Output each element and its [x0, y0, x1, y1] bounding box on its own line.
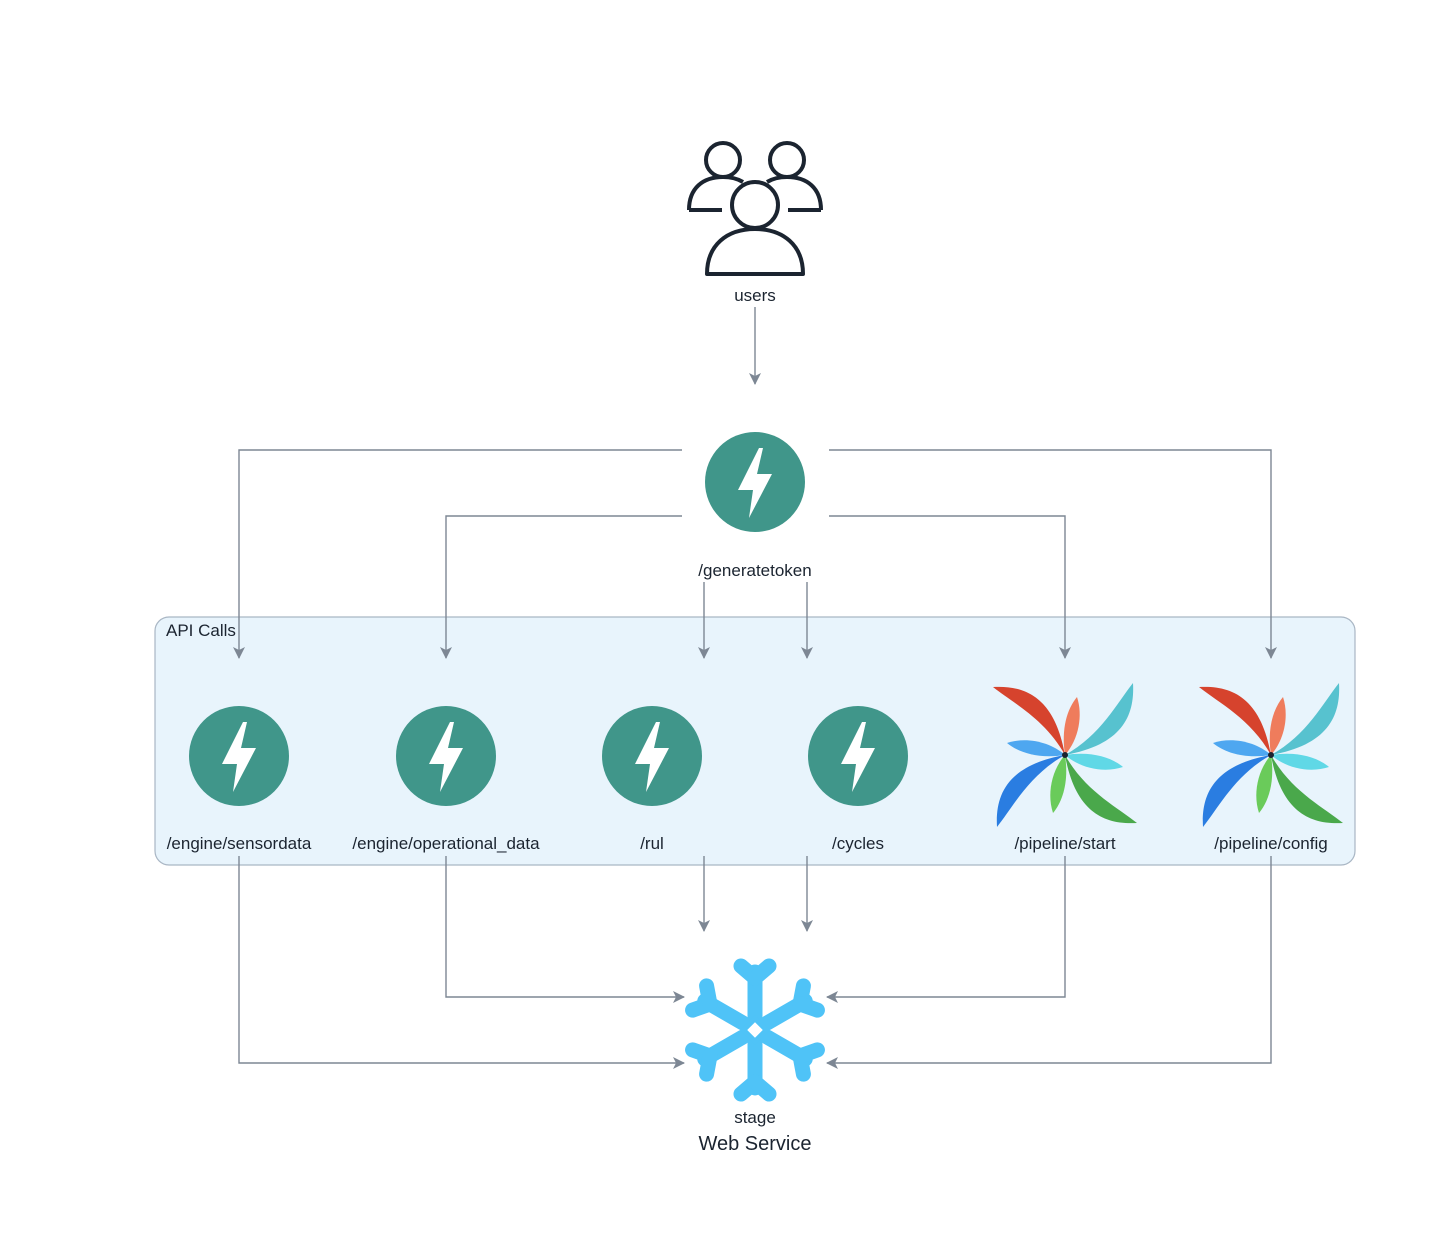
endpoint-pipeline-start-label: /pipeline/start — [1014, 834, 1115, 853]
endpoint-operational-data[interactable]: /engine/operational_data — [352, 706, 540, 853]
edge-gateway-to-operational — [440, 515, 682, 659]
endpoint-pipeline-config-label: /pipeline/config — [1214, 834, 1327, 853]
generatetoken-label: /generatetoken — [698, 561, 811, 580]
endpoint-cycles-label: /cycles — [832, 834, 884, 853]
api-calls-group-box — [154, 616, 1356, 866]
users-node[interactable]: users — [687, 141, 823, 305]
edge-gateway-to-pipeline-start — [829, 515, 1071, 659]
endpoint-sensordata-label: /engine/sensordata — [167, 834, 312, 853]
lightning-icon — [396, 706, 496, 806]
generatetoken-node[interactable]: /generatetoken — [698, 432, 812, 580]
edge-pipeline-start-to-stage — [826, 856, 1066, 1003]
edge-pipeline-config-to-stage — [826, 856, 1272, 1069]
stage-node[interactable]: stage Web Service — [685, 958, 825, 1155]
stage-label: stage — [734, 1108, 776, 1127]
endpoint-sensordata[interactable]: /engine/sensordata — [167, 706, 312, 853]
lightning-icon — [602, 706, 702, 806]
edge-operational-to-stage — [445, 856, 685, 1003]
endpoint-rul[interactable]: /rul — [602, 706, 702, 853]
lightning-icon — [705, 432, 805, 532]
edge-sensordata-to-stage — [238, 856, 685, 1069]
edges — [233, 307, 1277, 1069]
edge-gateway-to-pipeline-config — [829, 449, 1277, 659]
users-icon — [687, 141, 823, 276]
edge-gateway-to-sensordata — [233, 449, 682, 659]
snowflake-icon — [685, 958, 825, 1102]
lightning-icon — [189, 706, 289, 806]
api-calls-group: API Calls — [154, 616, 1356, 866]
endpoint-operational-data-label: /engine/operational_data — [352, 834, 540, 853]
lightning-icon — [808, 706, 908, 806]
endpoint-rul-label: /rul — [640, 834, 664, 853]
stage-sublabel: Web Service — [698, 1133, 811, 1155]
endpoint-cycles[interactable]: /cycles — [808, 706, 908, 853]
users-label: users — [734, 286, 776, 305]
endpoint-pipeline-start[interactable]: /pipeline/start — [993, 683, 1137, 853]
api-calls-group-label: API Calls — [166, 621, 236, 640]
endpoint-pipeline-config[interactable]: /pipeline/config — [1199, 683, 1343, 853]
